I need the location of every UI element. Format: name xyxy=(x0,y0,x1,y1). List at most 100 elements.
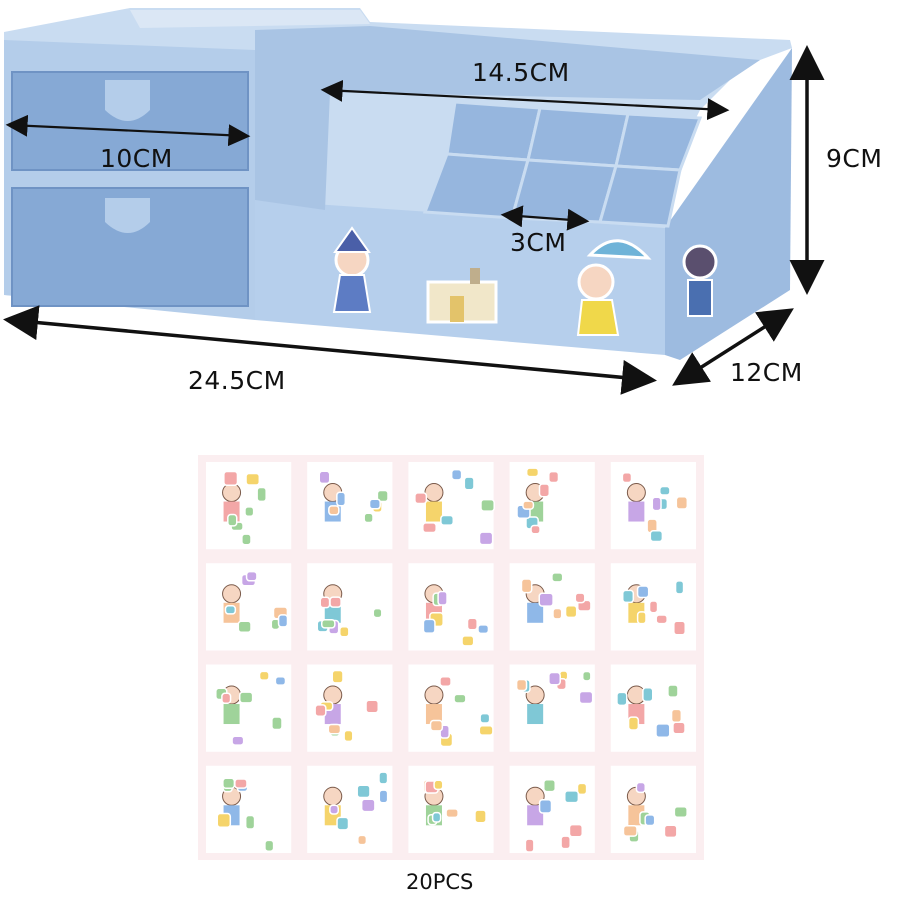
sticker-item xyxy=(551,572,564,583)
sticker-item xyxy=(673,620,686,636)
dimension-arrows xyxy=(3,45,825,395)
sticker-item xyxy=(343,729,354,743)
sticker-sheet xyxy=(610,664,696,752)
sticker-sheet xyxy=(206,664,292,752)
sticker-item xyxy=(453,693,467,704)
sticker-item xyxy=(237,620,252,633)
sticker-item xyxy=(649,530,664,543)
sticker-item xyxy=(651,496,662,512)
sticker-item xyxy=(568,823,583,838)
sticker-item xyxy=(440,514,455,526)
sticker-item xyxy=(329,596,342,608)
sticker-item xyxy=(675,496,689,510)
sticker-item xyxy=(431,811,442,823)
sticker-item xyxy=(515,678,528,692)
sticker-item xyxy=(560,835,571,850)
sticker-item xyxy=(578,690,594,705)
sticker-item xyxy=(450,468,463,481)
sticker-item xyxy=(642,687,654,703)
sticker-item xyxy=(227,513,238,527)
height-label: 9CM xyxy=(826,144,883,173)
sticker-character-body xyxy=(425,501,442,522)
sticker-item xyxy=(216,812,232,828)
sticker-sheet xyxy=(408,563,494,651)
sticker-sheet xyxy=(206,462,292,550)
sticker-item xyxy=(414,492,428,505)
sticker-item xyxy=(616,691,628,707)
drawer-width-label: 10CM xyxy=(100,144,173,173)
sticker-item xyxy=(433,779,444,791)
sticker-item xyxy=(636,611,647,625)
sticker-sheet xyxy=(509,462,595,550)
sticker-item xyxy=(478,725,494,736)
sticker-sheet xyxy=(509,765,595,853)
sticker-item xyxy=(221,692,232,705)
sticker-item xyxy=(673,805,688,818)
sticker-item xyxy=(621,471,633,484)
total-width-arrow xyxy=(3,305,657,395)
sticker-item xyxy=(538,798,553,814)
sticker-item xyxy=(258,670,270,681)
sticker-item xyxy=(644,814,656,827)
sticker-item xyxy=(363,512,374,524)
sticker-item xyxy=(574,592,586,604)
box-sticker-boy xyxy=(682,244,718,317)
sticker-item xyxy=(318,470,331,485)
sticker-item xyxy=(672,721,686,735)
sticker-item xyxy=(339,625,350,638)
sticker-item xyxy=(274,675,287,686)
sticker-item xyxy=(368,498,381,510)
sticker-item xyxy=(480,498,495,512)
sticker-item xyxy=(422,618,436,634)
sticker-item xyxy=(648,600,659,614)
sticker-item xyxy=(479,712,491,724)
total-width-label: 24.5CM xyxy=(188,366,286,395)
sticker-item xyxy=(530,524,541,535)
sticker-sheet xyxy=(509,664,595,752)
sticker-character-head xyxy=(222,483,242,503)
sticker-item xyxy=(461,635,475,647)
sticker-item xyxy=(524,838,535,853)
sticker-sheet xyxy=(307,765,393,853)
sticker-count-label: 20PCS xyxy=(406,870,474,894)
box-sticker-witch-girl xyxy=(332,226,372,313)
sticker-sheet-paper xyxy=(307,765,393,853)
sticker-item xyxy=(372,607,383,619)
sticker-item xyxy=(365,699,379,714)
sticker-character-head xyxy=(323,786,343,806)
large-compartment xyxy=(255,26,760,210)
sticker-item xyxy=(636,585,650,599)
sticker-sheet xyxy=(307,563,393,651)
depth-label: 12CM xyxy=(730,358,803,387)
sticker-character-body xyxy=(527,704,544,725)
sticker-item xyxy=(525,467,540,478)
sticker-item xyxy=(336,491,347,507)
sticker-item xyxy=(356,784,371,799)
sticker-item xyxy=(336,816,350,831)
sticker-sheet xyxy=(408,765,494,853)
sticker-sheet xyxy=(408,462,495,550)
sticker-character-head xyxy=(424,483,444,503)
sticker-item xyxy=(319,596,331,609)
top-tray xyxy=(130,10,370,28)
sticker-item xyxy=(231,735,245,746)
sticker-item xyxy=(376,489,389,503)
sticker-item xyxy=(277,614,289,628)
sticker-sheet xyxy=(206,765,292,853)
depth-arrow xyxy=(672,308,794,386)
sticker-character-body xyxy=(527,602,544,623)
sticker-item xyxy=(522,500,535,510)
sticker-item xyxy=(564,790,580,804)
sticker-item xyxy=(437,590,448,606)
sticker-item xyxy=(244,814,256,830)
sticker-item xyxy=(627,716,640,731)
sticker-item xyxy=(245,570,258,582)
sticker-item xyxy=(234,778,248,789)
sticker-character-head xyxy=(424,685,444,705)
sticker-sheet xyxy=(307,462,393,550)
inner-width-arrow xyxy=(320,79,730,121)
compartment-width-label: 3CM xyxy=(510,228,567,257)
sticker-character-body xyxy=(425,704,442,725)
sticker-item xyxy=(635,781,647,794)
